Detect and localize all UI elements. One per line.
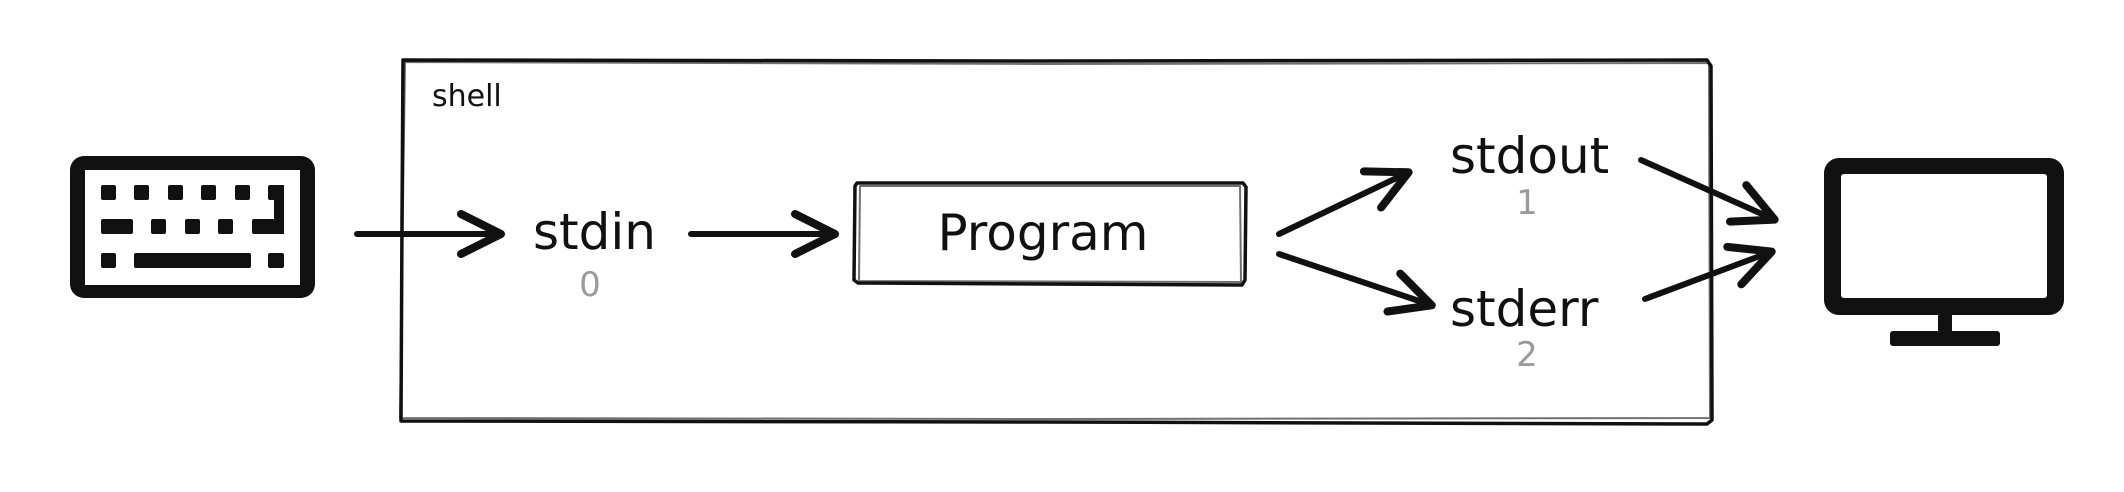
arrow-program-to-stdout (1276, 167, 1413, 237)
stdout-fd-number: 1 (1516, 183, 1538, 223)
arrow-stdout-to-monitor (1638, 157, 1779, 226)
monitor-icon (1824, 158, 2064, 346)
arrow-program-to-stderr (1276, 251, 1436, 316)
stdin-label: stdin (533, 203, 656, 261)
keyboard-icon (70, 156, 315, 298)
stderr-label: stderr (1450, 280, 1599, 338)
shell-box (399, 58, 1714, 426)
shell-label: shell (432, 79, 502, 114)
stdout-label: stdout (1450, 127, 1609, 185)
stderr-fd-number: 2 (1516, 335, 1538, 375)
stdin-fd-number: 0 (579, 265, 601, 305)
program-label: Program (938, 204, 1149, 262)
program-box (852, 181, 1248, 287)
arrow-stderr-to-monitor (1642, 242, 1776, 302)
